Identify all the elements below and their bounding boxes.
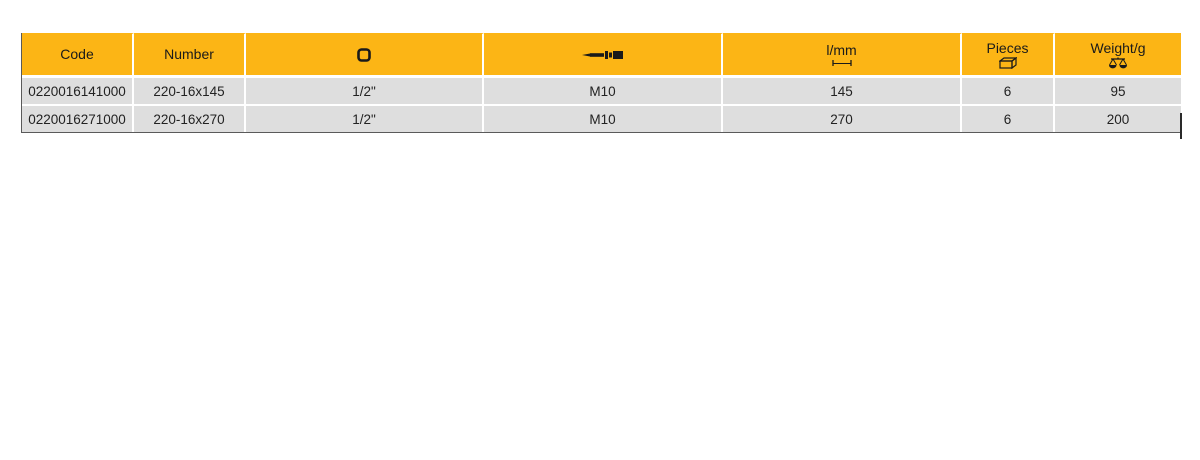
col-header-weight: Weight/g <box>1055 33 1181 78</box>
product-spec-table: Code Number l/mm <box>21 33 1181 133</box>
threaded-bolt-icon <box>581 51 623 59</box>
cell-code: 0220016141000 <box>22 78 134 106</box>
cell-number: 220-16x145 <box>134 78 246 106</box>
col-header-thread <box>484 33 723 78</box>
cell-number: 220-16x270 <box>134 106 246 132</box>
cell-thread: M10 <box>484 78 723 106</box>
col-header-code: Code <box>22 33 134 78</box>
cell-code: 0220016271000 <box>22 106 134 132</box>
table-row: 0220016141000 220-16x145 1/2" M10 145 6 … <box>22 78 1181 106</box>
col-header-square-drive <box>246 33 484 78</box>
box-icon <box>998 56 1017 69</box>
cell-drive: 1/2" <box>246 78 484 106</box>
table-header-row: Code Number l/mm <box>22 33 1181 78</box>
col-header-number: Number <box>134 33 246 78</box>
square-drive-icon <box>357 48 371 62</box>
length-dimension-icon <box>831 59 852 66</box>
scale-icon <box>1109 57 1127 68</box>
table-edge-mark <box>1180 113 1182 139</box>
col-header-pieces: Pieces <box>962 33 1055 78</box>
cell-thread: M10 <box>484 106 723 132</box>
col-header-length: l/mm <box>723 33 962 78</box>
cell-pieces: 6 <box>962 78 1055 106</box>
cell-weight: 95 <box>1055 78 1181 106</box>
cell-drive: 1/2" <box>246 106 484 132</box>
length-label: l/mm <box>826 41 857 58</box>
cell-weight: 200 <box>1055 106 1181 132</box>
cell-length: 270 <box>723 106 962 132</box>
table-row: 0220016271000 220-16x270 1/2" M10 270 6 … <box>22 106 1181 132</box>
weight-label: Weight/g <box>1090 39 1146 56</box>
cell-pieces: 6 <box>962 106 1055 132</box>
pieces-label: Pieces <box>986 39 1029 56</box>
cell-length: 145 <box>723 78 962 106</box>
